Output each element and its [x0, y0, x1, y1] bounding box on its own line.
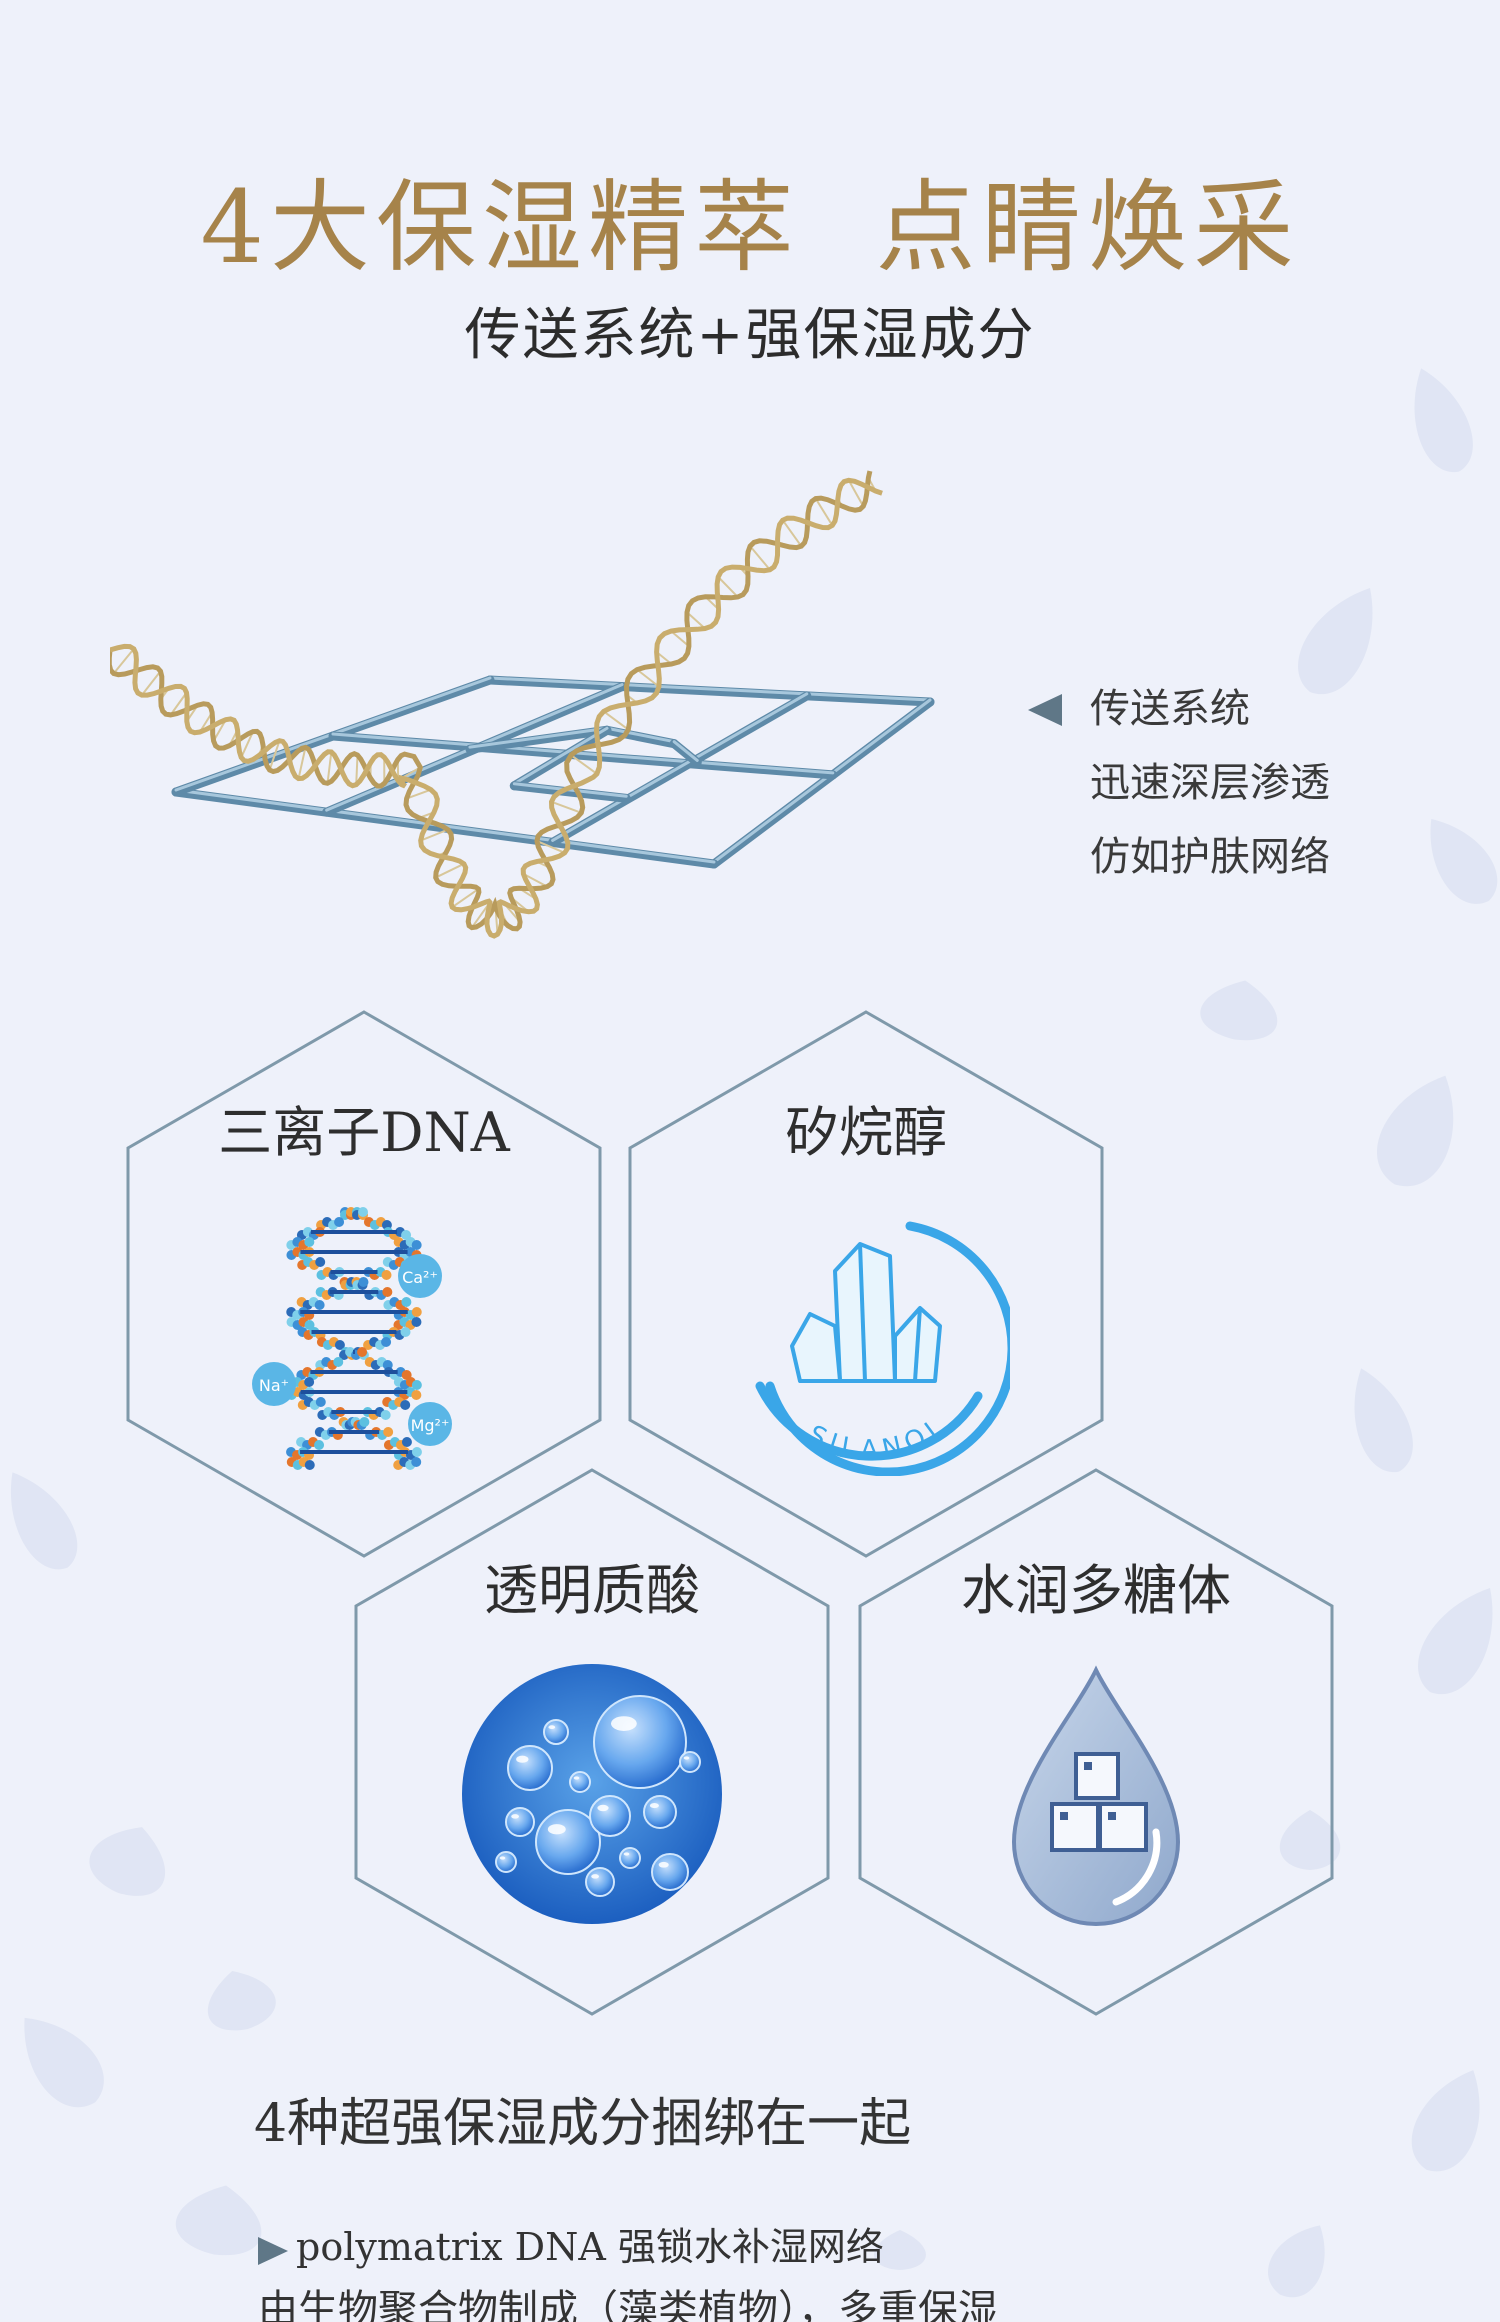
- ingredient-label-dna: 三离子DNA: [218, 1101, 510, 1164]
- petal-shape: [1418, 1588, 1493, 1695]
- petal-shape: [11, 1472, 78, 1570]
- ingredient-label-silanol: 矽烷醇: [785, 1101, 947, 1164]
- ion-ca-label: Ca²⁺: [402, 1268, 438, 1287]
- delivery-line-1: 传送系统: [1090, 686, 1250, 732]
- ingredient-label-hyaluronic: 透明质酸: [484, 1559, 700, 1622]
- triangle-right-icon: [258, 2236, 288, 2265]
- description-text: 由生物聚合物制成（藻类植物），多重保湿: [258, 2287, 998, 2322]
- svg-text:SILANOL: SILANOL: [803, 1410, 954, 1465]
- petal-shape: [1377, 1075, 1454, 1187]
- triangle-left-icon: [1028, 694, 1062, 726]
- ingredient-hex-hyaluronic: 透明质酸: [352, 1466, 832, 2018]
- ingredient-hex-dna: 三离子DNA Ca²⁺ Na⁺ Mg²⁺: [124, 1008, 604, 1560]
- ingredient-label-polysaccharide: 水润多糖体: [961, 1559, 1231, 1622]
- hexagon-frame: [126, 1010, 602, 1558]
- hexagon-frame: [628, 1010, 1104, 1558]
- hexagon-frame: [354, 1468, 830, 2016]
- water-bubbles-icon: [462, 1664, 722, 1924]
- page-subtitle: 传送系统+强保湿成分: [464, 303, 1036, 368]
- bullet-line: polymatrix DNA 强锁水补湿网络: [258, 2228, 884, 2266]
- silanol-badge-text: SILANOL: [803, 1410, 948, 1465]
- bullet-text: polymatrix DNA 强锁水补湿网络: [296, 2225, 884, 2269]
- petal-shape: [874, 2230, 926, 2270]
- petal-shape: [1430, 819, 1498, 904]
- petal-shape: [89, 1827, 166, 1896]
- petal-shape: [1298, 588, 1373, 695]
- delivery-line-2: 迅速深层渗透: [1090, 760, 1330, 806]
- water-drop-cubes-icon: [1011, 1665, 1181, 1926]
- petal-shape: [1411, 2070, 1480, 2172]
- petal-shape: [207, 1971, 276, 2031]
- ingredient-hex-silanol: 矽烷醇 SILANOL: [626, 1008, 1106, 1560]
- delivery-line-3: 仿如护肤网络: [1090, 834, 1330, 880]
- petal-shape: [1279, 1810, 1341, 1870]
- petal-shape: [1414, 368, 1473, 473]
- hexagon-frame: [858, 1468, 1334, 2016]
- petal-shape: [175, 2185, 262, 2256]
- petal-shape: [1268, 2225, 1325, 2298]
- dna-helix-icon: Ca²⁺ Na⁺ Mg²⁺: [252, 1207, 452, 1470]
- page-title: 4大保湿精萃 点睛焕采: [200, 169, 1300, 286]
- ion-mg-label: Mg²⁺: [411, 1416, 450, 1435]
- dna-network-illustration: [110, 470, 935, 939]
- petal-shape: [1200, 980, 1278, 1041]
- crystal-icon: SILANOL: [755, 1221, 1010, 1476]
- gold-dna-strand: [110, 470, 883, 939]
- petal-shape: [1354, 1368, 1413, 1473]
- petal-shape: [24, 2017, 104, 2108]
- ion-na-label: Na⁺: [259, 1376, 289, 1395]
- section-heading: 4种超强保湿成分捆绑在一起: [254, 2094, 912, 2154]
- ingredient-hex-polysaccharide: 水润多糖体: [856, 1466, 1336, 2018]
- lattice-grid: [171, 675, 935, 869]
